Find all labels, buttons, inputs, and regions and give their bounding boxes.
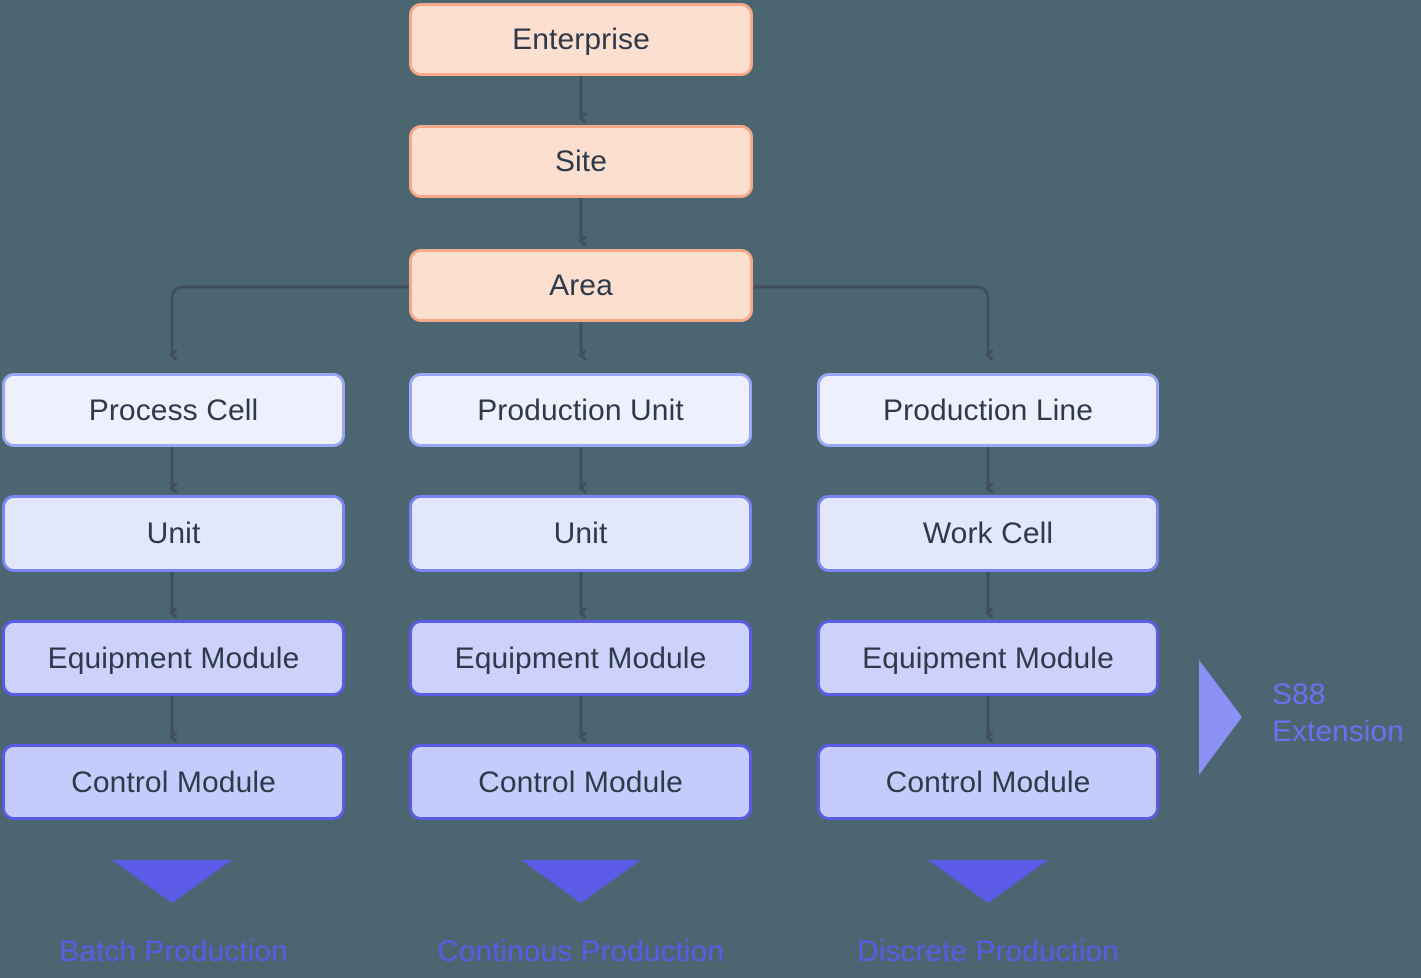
caption-continuous-production-label: Continous Production	[437, 935, 724, 968]
node-work-cell-label: Work Cell	[922, 517, 1054, 550]
node-control-module-continuous-label: Control Module	[478, 765, 683, 799]
node-enterprise[interactable]: Enterprise	[409, 3, 753, 76]
s88-extension-label: S88 Extension	[1272, 677, 1404, 750]
caption-batch-production: Batch Production	[2, 935, 345, 969]
caption-continuous-production: Continous Production	[409, 935, 752, 969]
node-control-module-batch-label: Control Module	[71, 765, 276, 799]
node-unit-batch-label: Unit	[146, 517, 201, 550]
node-equipment-module-continuous[interactable]: Equipment Module	[409, 620, 752, 696]
s88-extension-triangle	[1199, 660, 1242, 775]
caption-discrete-production-label: Discrete Production	[857, 935, 1119, 968]
node-process-cell-label: Process Cell	[88, 393, 259, 427]
node-production-line-label: Production Line	[883, 393, 1093, 427]
node-work-cell[interactable]: Work Cell	[817, 495, 1159, 572]
node-unit-continuous[interactable]: Unit	[409, 495, 752, 572]
connector-area-production-line	[751, 285, 988, 355]
node-equipment-module-discrete[interactable]: Equipment Module	[817, 620, 1159, 696]
node-control-module-discrete[interactable]: Control Module	[817, 744, 1159, 820]
node-site[interactable]: Site	[409, 125, 753, 198]
s88-extension-line2: Extension	[1272, 714, 1404, 748]
node-site-label: Site	[554, 145, 608, 178]
node-unit-batch[interactable]: Unit	[2, 495, 345, 572]
node-equipment-module-discrete-label: Equipment Module	[862, 641, 1114, 675]
outcome-triangle-continuous	[521, 860, 641, 903]
outcome-triangle-batch	[112, 860, 232, 903]
node-equipment-module-batch[interactable]: Equipment Module	[2, 620, 345, 696]
node-equipment-module-continuous-label: Equipment Module	[454, 641, 707, 675]
connector-area-process-cell	[172, 285, 411, 355]
node-control-module-batch[interactable]: Control Module	[2, 744, 345, 820]
node-production-unit-label: Production Unit	[477, 393, 684, 427]
node-area[interactable]: Area	[409, 249, 753, 322]
node-equipment-module-batch-label: Equipment Module	[47, 641, 300, 675]
caption-discrete-production: Discrete Production	[817, 935, 1159, 969]
node-area-label: Area	[549, 269, 613, 302]
node-production-unit[interactable]: Production Unit	[409, 373, 752, 447]
node-control-module-continuous[interactable]: Control Module	[409, 744, 752, 820]
s88-extension-line1: S88	[1272, 678, 1326, 711]
node-enterprise-label: Enterprise	[512, 23, 650, 56]
node-unit-continuous-label: Unit	[553, 517, 608, 550]
outcome-triangle-discrete	[928, 860, 1048, 903]
node-production-line[interactable]: Production Line	[817, 373, 1159, 447]
node-control-module-discrete-label: Control Module	[885, 765, 1091, 799]
node-process-cell[interactable]: Process Cell	[2, 373, 345, 447]
caption-batch-production-label: Batch Production	[59, 935, 288, 968]
